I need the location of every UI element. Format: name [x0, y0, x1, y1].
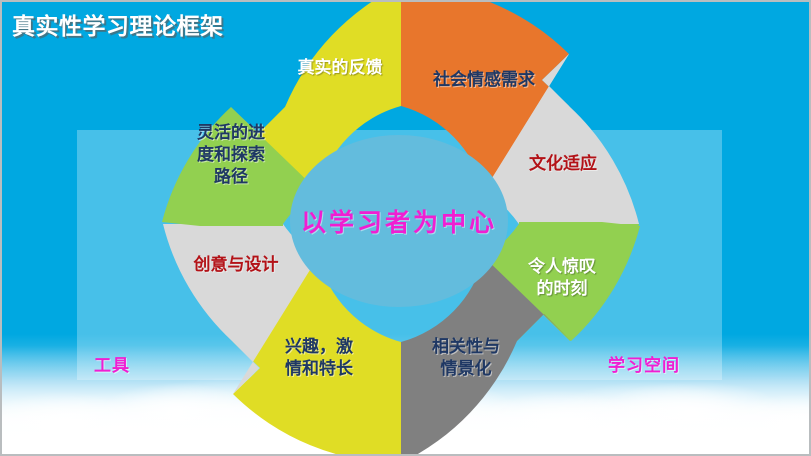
- hub-label: 以学习者为中心: [300, 208, 497, 237]
- segment-social-body[interactable]: [484, 54, 639, 224]
- cycle-diagram: [162, 2, 640, 454]
- caption-learning-space: 学习空间: [608, 356, 680, 376]
- wheel-segments: [162, 0, 640, 456]
- segment-awe[interactable]: [401, 257, 571, 456]
- page-title: 真实性学习理论框架: [12, 13, 224, 39]
- caption-tools: 工具: [94, 356, 130, 376]
- segment-interest[interactable]: [163, 224, 318, 394]
- hub-circle[interactable]: 以学习者为中心: [290, 135, 508, 307]
- segment-flexible[interactable]: [231, 0, 401, 191]
